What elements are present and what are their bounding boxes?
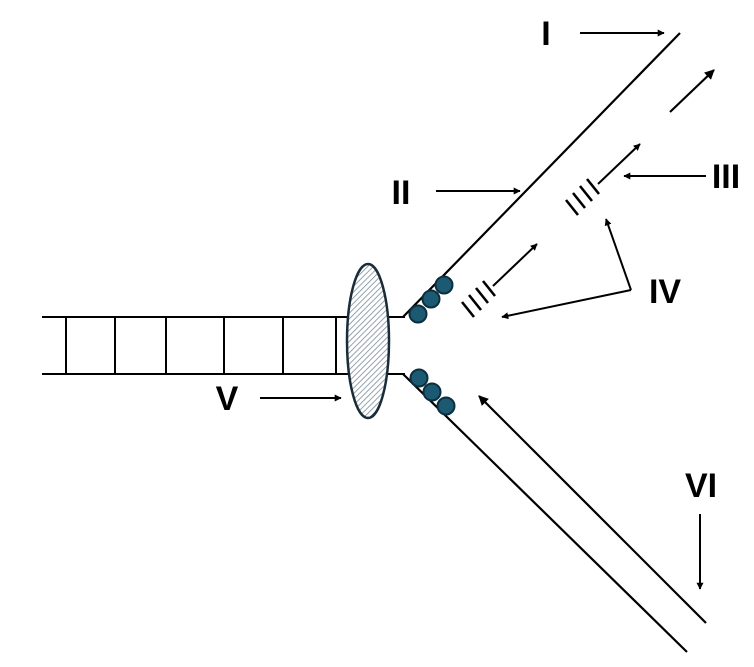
top-template-strand [402, 32, 681, 318]
protein-bead [408, 304, 428, 324]
label-III: III [712, 158, 740, 196]
bottom-template-strand [402, 373, 688, 653]
top-fork-arm [402, 32, 715, 318]
label-IV: IV [649, 273, 681, 311]
protein-bead [421, 289, 441, 309]
protein-bead [409, 368, 429, 388]
label-VI: VI [685, 467, 717, 505]
protein-bead [436, 396, 456, 416]
fragment-lower-arrow [492, 243, 538, 287]
pointer-IV-a [604, 218, 632, 291]
primer-fragment-upper [564, 143, 641, 216]
label-V: V [216, 380, 239, 418]
bottom-fork-arm [402, 373, 707, 653]
new-strand-arrow [669, 69, 715, 113]
primer-fragment-lower [460, 243, 538, 318]
diagram-labels: I II III IV V VI [216, 15, 741, 505]
parental-dna-duplex [42, 316, 405, 375]
bottom-nascent-strand-arrow [478, 395, 707, 624]
label-pointer-arrows [260, 29, 706, 590]
label-I: I [541, 15, 550, 53]
helicase-ring [345, 262, 391, 420]
protein-bead [434, 275, 454, 295]
fragment-upper-arrow [597, 143, 641, 185]
protein-bead [422, 382, 442, 402]
pointer-IV-b [501, 289, 632, 320]
label-II: II [392, 174, 411, 212]
bound-proteins-top [408, 275, 454, 324]
duplex-base-pairs [65, 317, 337, 374]
bound-proteins-bottom [409, 368, 456, 416]
